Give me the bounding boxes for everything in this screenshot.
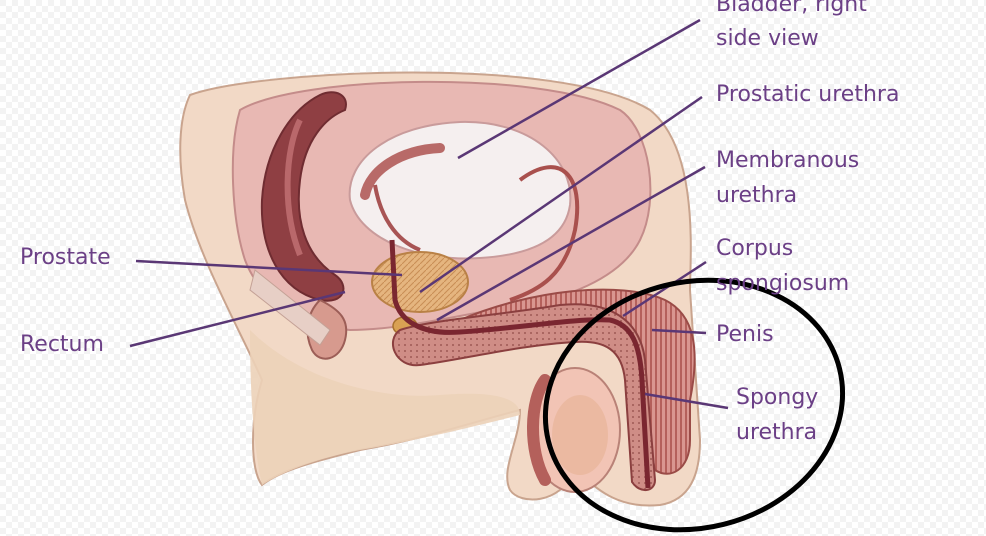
muscle-band <box>249 269 331 346</box>
label-corpus-line1: Corpus <box>716 236 794 261</box>
label-spongy-line1: Spongy <box>736 385 819 410</box>
label-bladder-line2: side view <box>716 26 819 51</box>
bladder-wall <box>360 143 445 200</box>
label-penis: Penis <box>716 322 774 347</box>
annotation-circle <box>542 277 846 533</box>
leader-membranous-urethra <box>436 165 706 322</box>
label-prostatic-urethra: Prostatic urethra <box>716 82 900 107</box>
leader-bladder <box>457 18 701 160</box>
label-corpus-line2: spongiosum <box>716 271 850 296</box>
vas-deferens <box>509 165 580 302</box>
label-bladder-line1: Bladder, right <box>716 0 867 17</box>
lower-pelvis <box>250 330 520 485</box>
corpus-spongiosum-shape <box>391 303 657 491</box>
leader-prostate <box>135 259 403 277</box>
label-prostate: Prostate <box>20 245 111 270</box>
label-spongy-line2: urethra <box>736 420 818 445</box>
label-membranous-line2: urethra <box>716 183 798 208</box>
bladder-shape <box>348 120 572 260</box>
leader-spongy-urethra <box>644 392 729 410</box>
epididymis <box>527 374 551 486</box>
label-rectum: Rectum <box>20 332 104 357</box>
bladder-inner-fold <box>373 184 421 252</box>
leader-rectum <box>129 290 346 348</box>
leader-corpus-spongiosum <box>622 260 707 318</box>
rectum-wall <box>284 118 303 257</box>
label-membranous-line1: Membranous <box>716 148 860 173</box>
urethra-path <box>389 239 651 489</box>
testis-inner <box>552 395 608 475</box>
leader-prostatic-urethra <box>419 95 703 294</box>
leader-penis <box>651 328 707 335</box>
rectum-shape <box>260 91 347 302</box>
leader-lines <box>129 18 729 410</box>
prostate-shape <box>371 251 469 313</box>
